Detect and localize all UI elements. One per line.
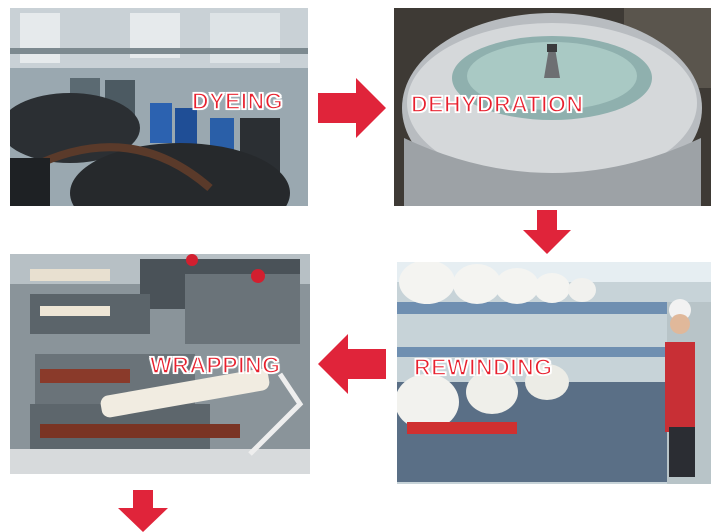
arrow-down-icon (523, 210, 571, 254)
arrow-left-icon (318, 334, 386, 394)
rewinding-scene (397, 262, 711, 484)
wrapping-label: WRAPPING (149, 351, 281, 379)
wrapping-photo (10, 254, 310, 474)
dyeing-scene (10, 8, 308, 206)
rewinding-label: REWINDING (413, 353, 553, 381)
arrow-down-icon (118, 490, 168, 532)
wrapping-scene (10, 254, 310, 474)
dyeing-photo (10, 8, 308, 206)
dehydration-photo (394, 8, 711, 206)
rewinding-photo (397, 262, 711, 484)
dehydration-label: DEHYDRATION (410, 90, 584, 118)
dyeing-label: DYEING (191, 87, 284, 115)
dehydration-scene (394, 8, 711, 206)
arrow-right-icon (318, 78, 386, 138)
